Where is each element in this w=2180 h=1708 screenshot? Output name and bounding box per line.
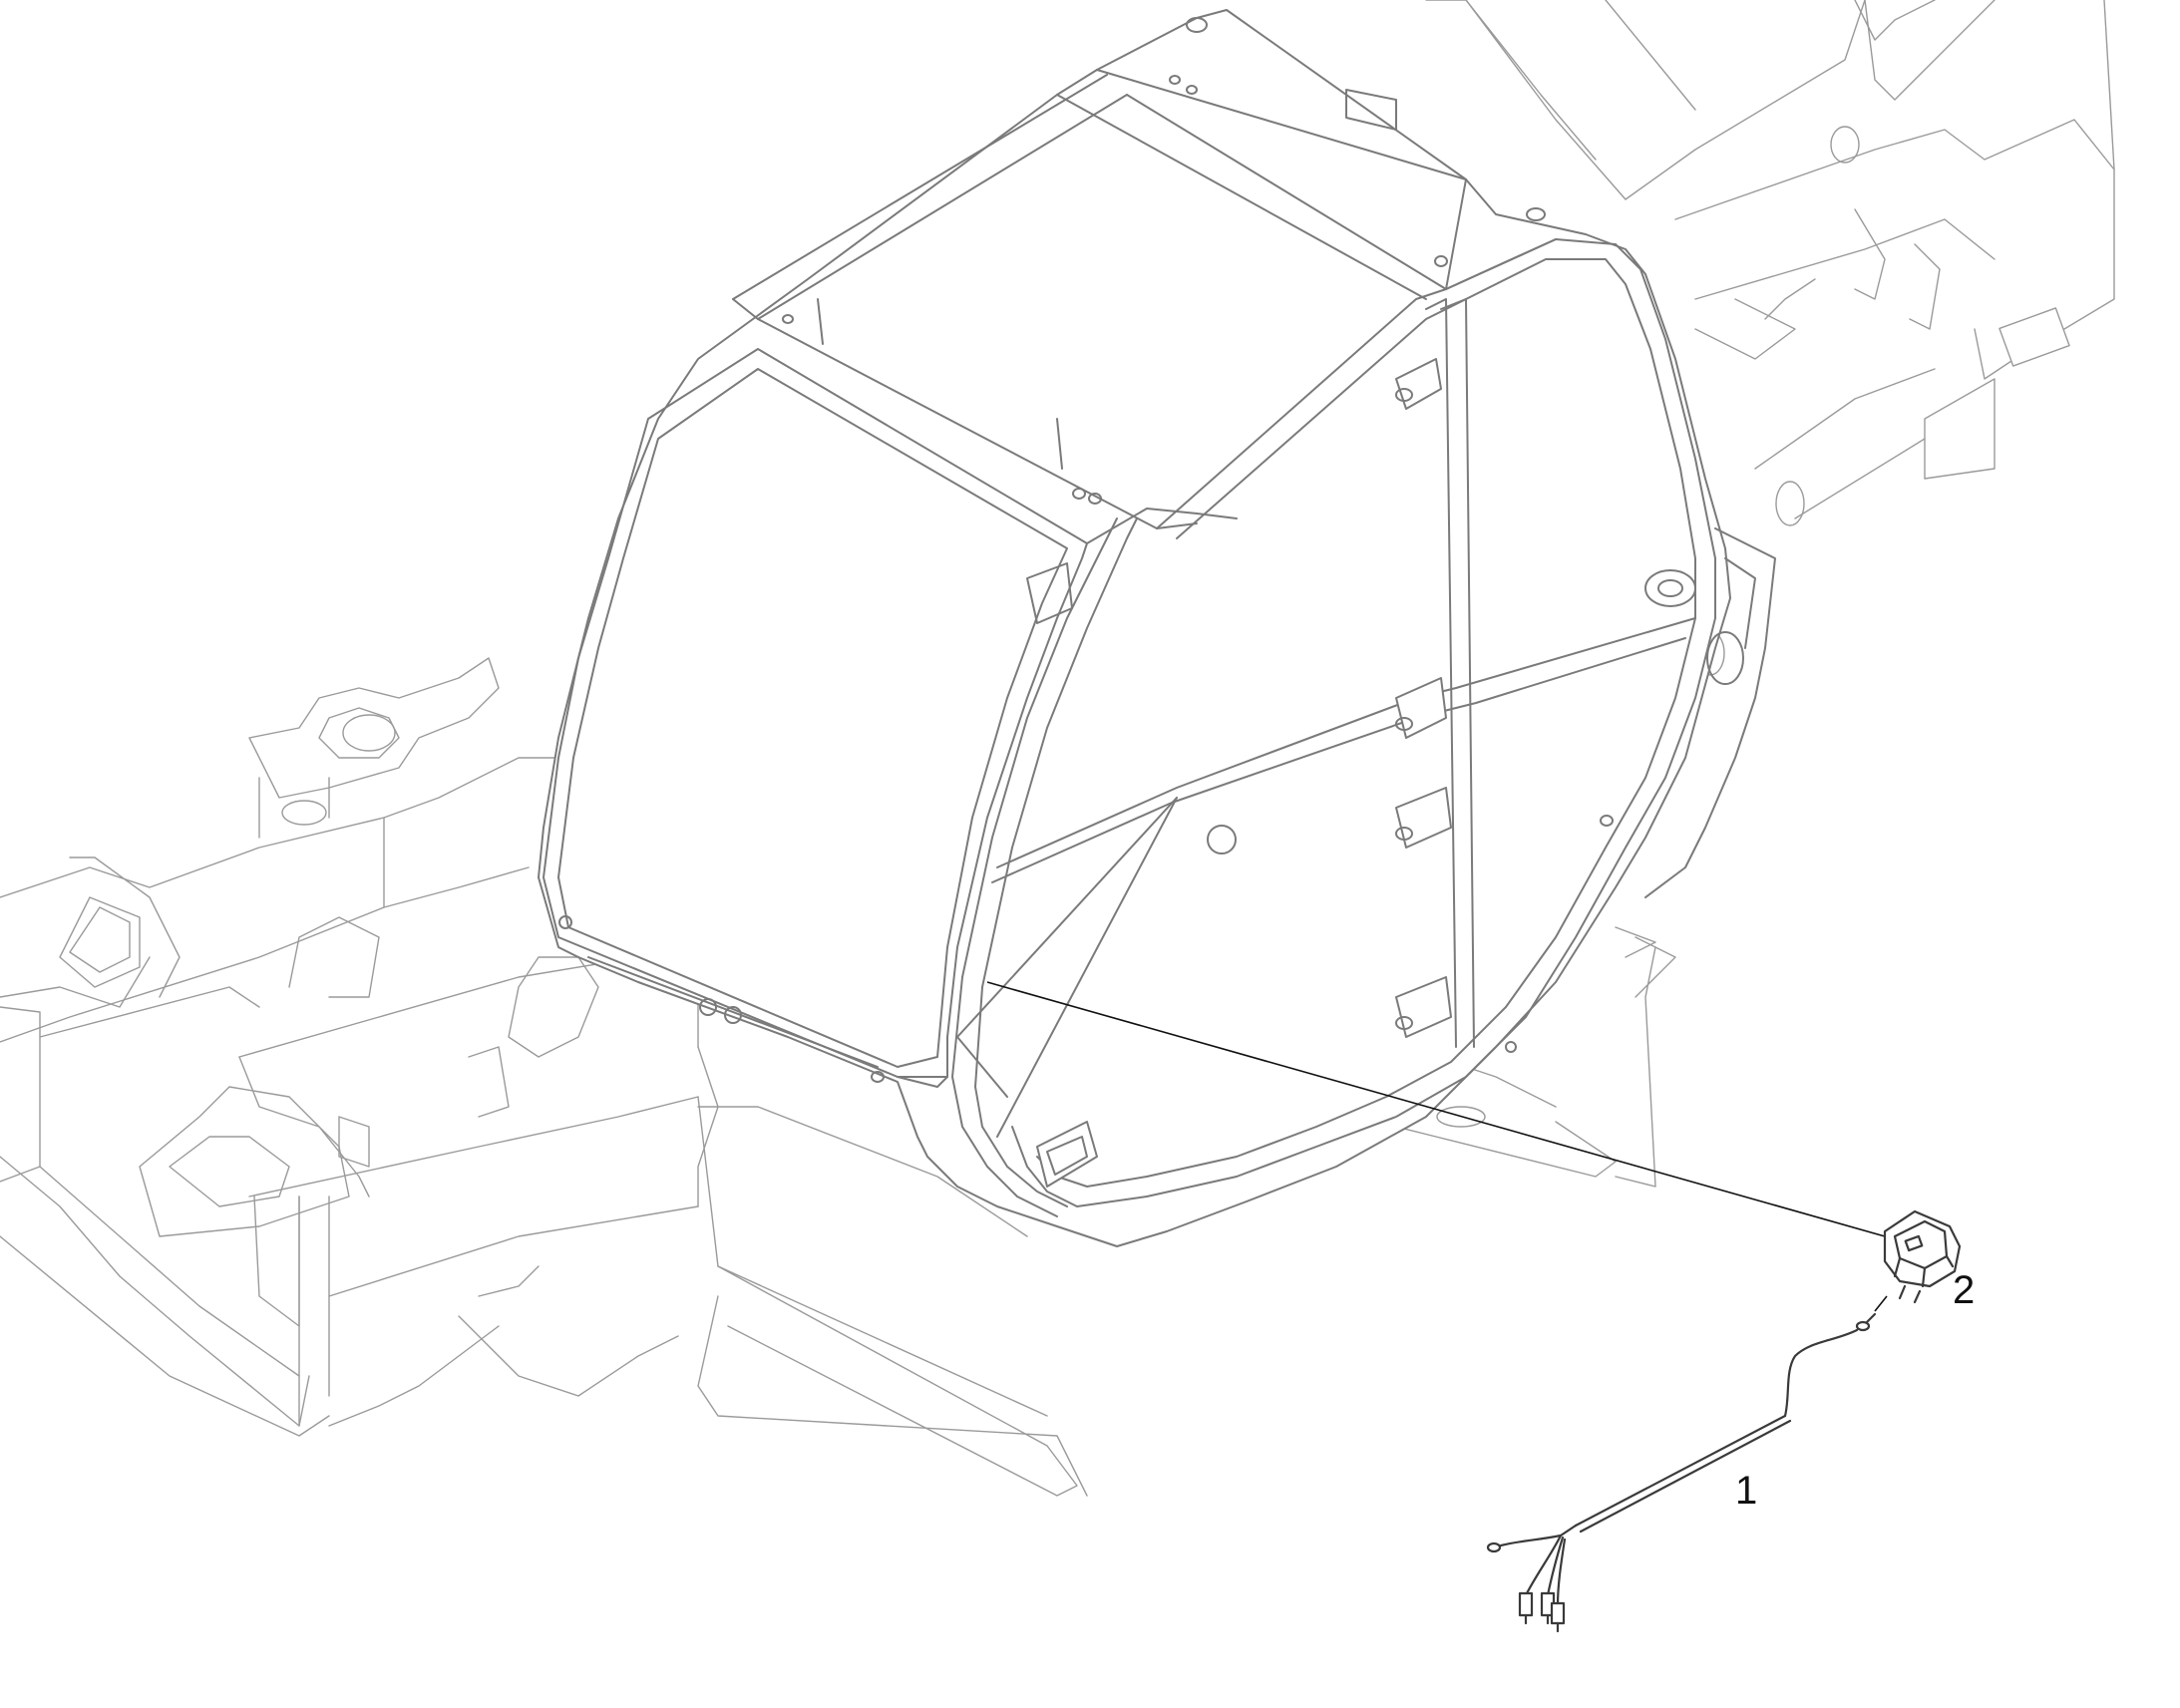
chassis-frame — [0, 657, 1088, 1497]
leader-line — [986, 981, 1886, 1237]
switch-part — [1874, 1209, 1962, 1312]
operator-cab — [538, 9, 1776, 1247]
callout-1-label: 1 — [1735, 1469, 1757, 1513]
wiring-harness-part — [1486, 1312, 1877, 1633]
rear-boom-frame — [1425, 0, 2115, 676]
callout-2-label: 2 — [1953, 1268, 1975, 1312]
